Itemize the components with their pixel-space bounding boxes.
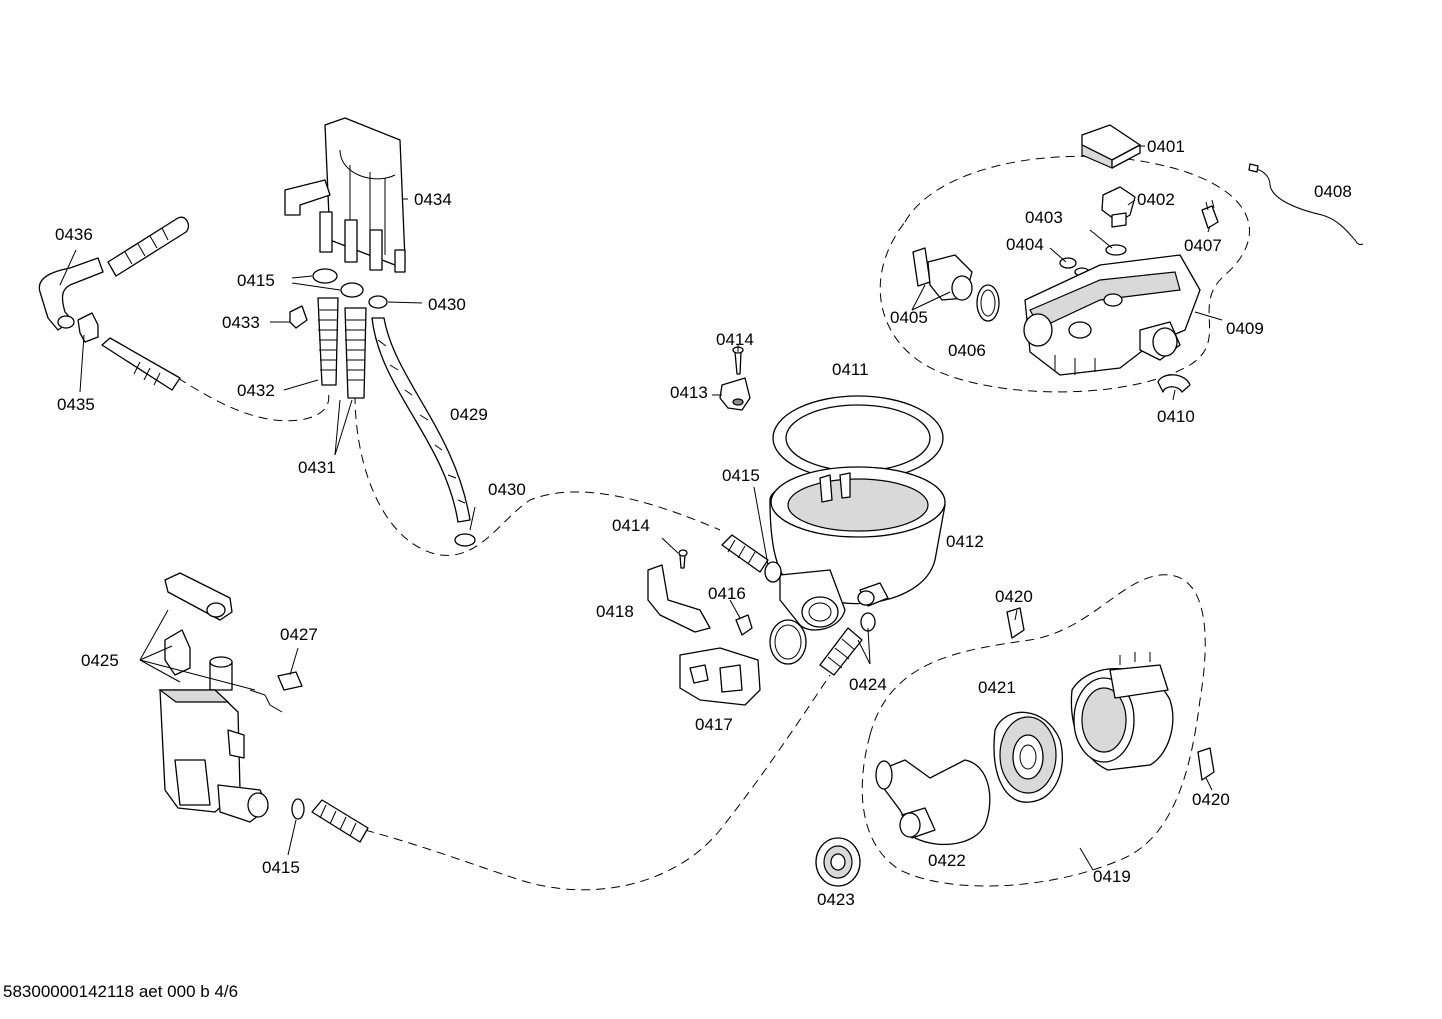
label-0403: 0403 [1025,208,1063,227]
hose-0429 [371,317,471,523]
label-0405: 0405 [890,308,928,327]
drain-hose-path-upper [177,377,330,422]
clip-0420-right [1197,747,1215,781]
cap-0425 [209,656,233,691]
label-0414-top: 0414 [716,330,754,349]
screw-0414-mid [678,549,688,569]
label-0419: 0419 [1093,867,1131,886]
hose-0424 [819,612,876,676]
pump-cover-0421 [993,711,1064,803]
label-0418: 0418 [596,602,634,621]
label-0433: 0433 [222,313,260,332]
label-0404: 0404 [1006,235,1044,254]
label-0417: 0417 [695,715,733,734]
connector-0402 [1101,186,1136,228]
gasket-0411 [772,395,944,481]
grommet-0423 [815,837,861,887]
dashed-group-outlines [177,155,1250,891]
leader-lines [59,145,1223,871]
seal-ring-0406 [976,284,1000,322]
hose-0415-lower [311,799,369,843]
bracket-0413 [719,377,751,411]
label-0402: 0402 [1137,190,1175,209]
seal-ring-0415-lower [291,798,305,820]
clip-0433 [289,305,308,329]
label-0410: 0410 [1157,407,1195,426]
label-0414-mid: 0414 [612,516,650,535]
clamp-0410 [1157,374,1191,393]
label-0423: 0423 [817,890,855,909]
hose-0415-mid [721,534,782,583]
hose-support-0434 [284,117,406,273]
pump-housing-0422 [875,759,991,846]
label-0436: 0436 [55,225,93,244]
seal-rings-0415-top [312,268,364,298]
hose-clamps-0430 [368,295,476,547]
hose-elbow-0436 [38,216,190,331]
clip-0416 [735,614,753,636]
label-0434: 0434 [414,190,452,209]
label-0425: 0425 [81,651,119,670]
pump-unit-0425 [158,689,269,823]
label-0435: 0435 [57,395,95,414]
seal-0425 [164,629,191,676]
label-0431: 0431 [298,458,336,477]
hose-0432 [317,297,339,386]
clamp-0425-top [164,572,233,621]
clip-0407 [1201,199,1219,229]
label-0406: 0406 [948,341,986,360]
sensor-0405 [912,247,973,301]
heater-housing-0409 [1023,254,1201,376]
label-0422: 0422 [928,851,966,870]
part-labels: 0401 0402 0403 0404 0405 0406 0407 0408 … [55,137,1352,909]
cable-0408 [1248,163,1364,245]
bracket-0418 [647,564,711,633]
label-0409: 0409 [1226,319,1264,338]
label-0427: 0427 [280,625,318,644]
hose-0436-lower [101,337,181,391]
label-0408: 0408 [1314,182,1352,201]
cover-0401 [1081,124,1141,169]
pump-motor-0419 [1070,652,1174,771]
label-0420-right: 0420 [1192,790,1230,809]
label-0420-top: 0420 [995,587,1033,606]
sump-0412 [769,466,946,631]
drain-hose-path-middle [354,394,721,556]
label-0424: 0424 [849,675,887,694]
label-0415-top: 0415 [237,271,275,290]
group-outline-0419 [861,574,1206,887]
label-0401: 0401 [1147,137,1185,156]
drawing-reference-footer: 58300000142118 aet 000 b 4/6 [3,982,238,1001]
label-0413: 0413 [670,383,708,402]
clip-0420-top [1006,607,1025,639]
seal-ring-0424 [769,619,807,665]
label-0429: 0429 [450,405,488,424]
label-0412: 0412 [946,532,984,551]
label-0407: 0407 [1184,236,1222,255]
label-0416: 0416 [708,584,746,603]
valve-0417 [679,647,761,706]
label-0415-mid: 0415 [722,466,760,485]
label-0432: 0432 [237,381,275,400]
spring-clip-0425 [249,689,283,713]
label-0430-top: 0430 [428,295,466,314]
label-0421: 0421 [978,678,1016,697]
drain-hose-path-lower [364,674,831,891]
label-0430-mid: 0430 [488,480,526,499]
label-0415-lower: 0415 [262,858,300,877]
clip-0435 [77,312,99,343]
label-0411: 0411 [832,360,869,379]
hose-0431 [344,307,367,399]
